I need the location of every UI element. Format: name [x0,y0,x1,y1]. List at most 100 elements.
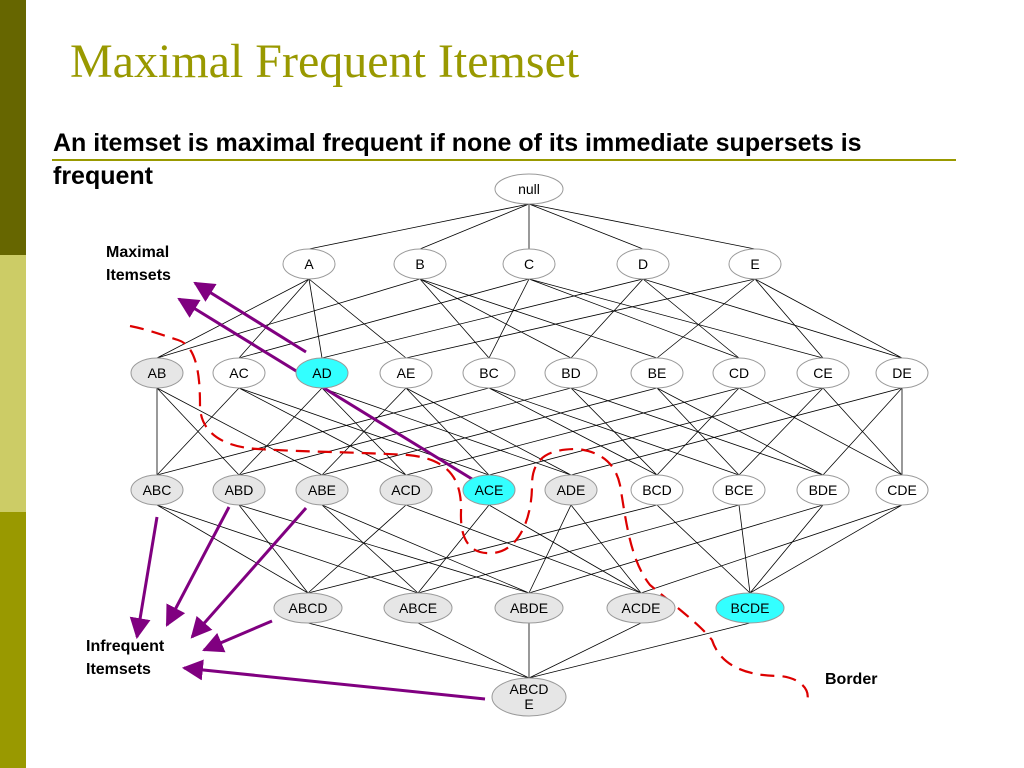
edge-ABD-ABDE [238,504,530,594]
node-cd: CD [712,357,766,389]
edge-ACE-ACDE [488,504,642,594]
node-shape [494,173,564,205]
node-label: ABDE [510,600,548,616]
edge-ADE-ABDE [528,504,572,594]
node-abcd: ABCD [273,592,343,624]
node-shape [212,474,266,506]
node-ce: CE [796,357,850,389]
edge-CD-CDE [738,387,903,476]
node-bde: BDE [796,474,850,506]
edge-A-AC [238,278,310,359]
node-bd: BD [544,357,598,389]
edge-BCD-BCDE [656,504,751,594]
edge-A-AD [308,278,323,359]
edge-C-CD [528,278,740,359]
node-b: B [393,248,447,280]
edge-ABCE-ABCDE [417,622,530,679]
edge-ABE-ABDE [321,504,530,594]
infrequent-itemsets-label: Infrequent Itemsets [86,638,165,678]
node-label: E [524,696,533,712]
node-shape [212,357,266,389]
subtitle-underline [52,159,956,161]
sidebar-band-top [0,0,26,255]
edge-ABCD-ABCDE [307,622,530,679]
edge-B-BE [419,278,658,359]
node-ac: AC [212,357,266,389]
edge-AC-ABC [156,387,240,476]
edge-null-B [419,203,530,250]
edge-B-BD [419,278,572,359]
node-ad: AD [295,357,349,389]
edge-null-D [528,203,644,250]
sidebar-band-bottom [0,512,26,768]
edge-DE-BDE [822,387,903,476]
node-label: AC [229,365,248,381]
node-be: BE [630,357,684,389]
node-ace: ACE [462,474,516,506]
arrow-infrequent-from-abcde [181,659,486,701]
edge-BCE-ABCE [417,504,740,594]
edge-B-BC [419,278,490,359]
edge-CE-BCE [738,387,824,476]
node-shape [544,474,598,506]
node-abe: ABE [295,474,349,506]
node-shape [616,248,670,280]
arrow-infrequent-from-abe [190,507,308,639]
sidebar-band-middle [0,255,26,512]
node-bc: BC [462,357,516,389]
edge-CD-BCD [656,387,740,476]
node-acde: ACDE [606,592,676,624]
node-label: ACD [391,482,421,498]
edge-BCE-BCDE [738,504,751,594]
edge-DE-ADE [570,387,903,476]
node-label: ABCD [289,600,328,616]
annotation-arrows [129,281,486,701]
edge-CDE-BCDE [749,504,903,594]
node-e: E [728,248,782,280]
edge-ABE-ABCE [321,504,419,594]
node-de: DE [875,357,929,389]
node-label: ACDE [622,600,661,616]
edge-ABC-ABCE [156,504,419,594]
node-abce: ABCE [383,592,453,624]
arrow-infrequent-from-abcd [202,619,273,653]
node-label: ABCE [399,600,437,616]
node-shape [728,248,782,280]
node-label: AB [148,365,167,381]
node-shape [393,248,447,280]
node-label: BCDE [731,600,770,616]
edge-AE-ACE [405,387,490,476]
node-bcde: BCDE [715,592,785,624]
node-bcd: BCD [630,474,684,506]
sidebar-decoration [0,0,26,768]
node-label: B [415,256,424,272]
node-label: BCE [725,482,754,498]
edge-BD-ABD [238,387,572,476]
edge-ADE-ACDE [570,504,642,594]
node-ab: AB [130,357,184,389]
node-bce: BCE [712,474,766,506]
edge-null-E [528,203,756,250]
edge-E-CE [754,278,824,359]
node-shape [383,592,453,624]
node-shape [273,592,343,624]
edge-A-AB [156,278,310,359]
edge-ACD-ABCD [307,504,407,594]
node-shape [130,357,184,389]
lattice-edges [156,203,903,679]
node-null: null [494,173,564,205]
node-label: BDE [809,482,838,498]
edge-E-BE [656,278,756,359]
edge-D-BD [570,278,644,359]
node-shape [630,474,684,506]
node-shape [130,474,184,506]
node-shape [875,474,929,506]
node-d: D [616,248,670,280]
node-label: ABC [143,482,172,498]
border-label: Border [825,671,878,688]
node-shape [544,357,598,389]
edge-AD-ABD [238,387,323,476]
node-shape [379,357,433,389]
node-shape [712,357,766,389]
